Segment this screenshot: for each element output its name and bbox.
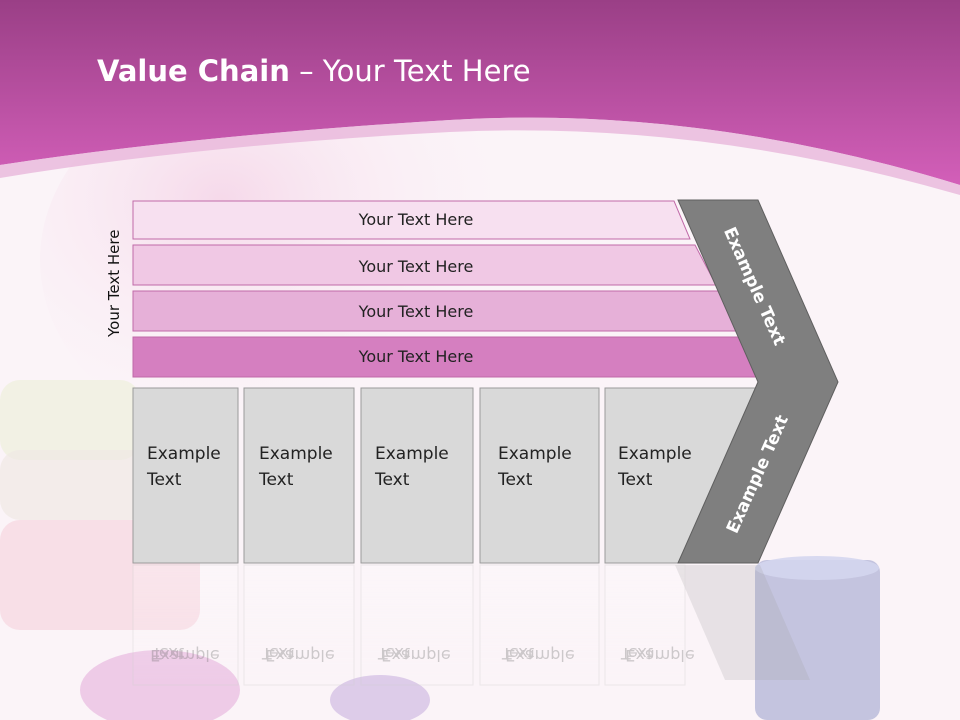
svg-text:Text: Text	[501, 644, 534, 663]
box-4-line2: Text	[497, 470, 533, 490]
box-3	[360, 387, 474, 564]
box-4-line1: Example	[498, 444, 572, 464]
svg-text:Text: Text	[151, 644, 184, 663]
chevron-arrow	[677, 199, 839, 564]
slide-title: Value Chain – Your Text Here	[97, 54, 531, 88]
svg-text:Example: Example	[625, 646, 694, 665]
bar-1-label: Your Text Here	[358, 210, 474, 229]
bar-4-label: Your Text Here	[358, 347, 474, 366]
box-1-line2: Text	[146, 470, 182, 490]
box-2-line2: Text	[258, 470, 294, 490]
svg-text:Text: Text	[261, 644, 294, 663]
title-rest: – Your Text Here	[289, 54, 531, 88]
bar-3-label: Your Text Here	[358, 302, 474, 321]
box-1-line1: Example	[147, 444, 221, 464]
svg-text:Text: Text	[620, 644, 653, 663]
svg-text:Example: Example	[265, 646, 334, 665]
svg-text:Text: Text	[377, 644, 410, 663]
box-3-line1: Example	[375, 444, 449, 464]
svg-text:Example: Example	[505, 646, 574, 665]
box-4	[479, 387, 600, 564]
svg-text:Example: Example	[150, 646, 219, 665]
reflection: Example Example Example Example Example …	[132, 564, 810, 686]
bar-1	[132, 200, 691, 240]
box-2-line1: Example	[259, 444, 333, 464]
svg-text:Example: Example	[381, 646, 450, 665]
box-1	[132, 387, 239, 564]
box-5-line1: Example	[618, 444, 692, 464]
box-3-line2: Text	[374, 470, 410, 490]
box-5-line2: Text	[617, 470, 653, 490]
box-2	[243, 387, 355, 564]
title-bold: Value Chain	[97, 54, 290, 88]
bar-2-label: Your Text Here	[358, 257, 474, 276]
